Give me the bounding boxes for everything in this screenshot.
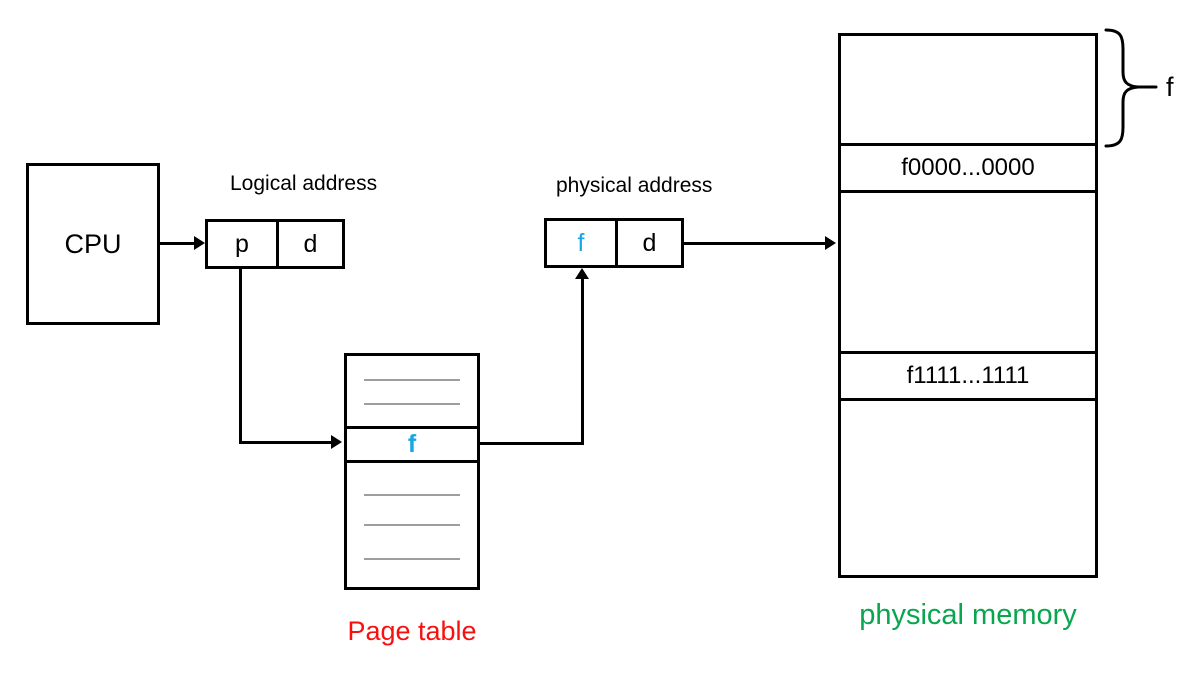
arrow-right-head-icon	[331, 435, 342, 449]
arrow-line	[239, 441, 333, 444]
page-table-f-entry: f	[344, 426, 480, 463]
frame-f-label: f	[1166, 72, 1174, 102]
logical-address-p-cell: p	[208, 222, 279, 266]
arrow-line	[581, 276, 584, 445]
physical-address-f-cell: f	[547, 221, 618, 265]
frame-brace-icon	[1104, 28, 1158, 148]
physical-memory-caption: physical memory	[859, 599, 1077, 631]
arrow-line	[239, 268, 242, 444]
arrow-line	[684, 242, 827, 245]
cpu-box: CPU	[26, 163, 160, 325]
cpu-label: CPU	[64, 228, 122, 259]
arrow-right-head-icon	[825, 236, 836, 250]
physical-memory-box: f0000...0000 f1111...1111	[838, 33, 1098, 578]
memory-address-row-f1111: f1111...1111	[841, 354, 1095, 401]
memory-empty-row	[841, 401, 1095, 575]
arrow-right-head-icon	[194, 236, 205, 250]
memory-frame-row	[841, 36, 1095, 146]
table-entry-line	[364, 524, 460, 526]
logical-address-d-cell: d	[303, 229, 318, 258]
physical-address-d-cell: d	[642, 228, 657, 257]
physical-address-box: f d	[544, 218, 684, 268]
table-entry-line	[364, 558, 460, 560]
logical-address-box: p d	[205, 219, 345, 269]
page-table-box: f	[344, 353, 480, 590]
table-entry-line	[364, 403, 460, 405]
physical-address-title: physical address	[556, 174, 713, 197]
memory-empty-row	[841, 193, 1095, 354]
memory-address-row-f0000: f0000...0000	[841, 146, 1095, 193]
arrow-line	[480, 442, 582, 445]
arrow-up-head-icon	[575, 268, 589, 279]
table-entry-line	[364, 494, 460, 496]
logical-address-title: Logical address	[230, 172, 378, 195]
arrow-line	[159, 242, 196, 245]
table-entry-line	[364, 379, 460, 381]
page-table-caption: Page table	[347, 616, 477, 646]
